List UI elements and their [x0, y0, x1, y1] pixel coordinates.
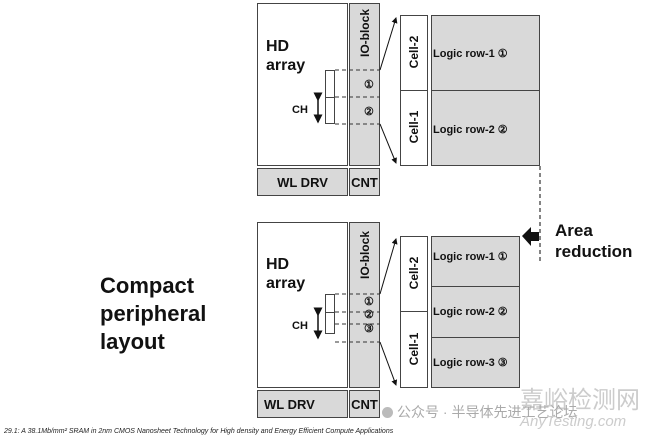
- area-reduction-line-2: reduction: [555, 242, 633, 261]
- top-ch-cell-lower: [325, 97, 335, 124]
- bottom-hd-label: HD array: [266, 255, 305, 293]
- top-cnt-block: CNT: [349, 168, 380, 196]
- top-logic-row-2: [431, 90, 540, 166]
- top-cell-1-block: [400, 90, 428, 166]
- bottom-logic-row-2: [431, 286, 520, 338]
- bottom-io-block: [349, 222, 380, 388]
- watermark-brand-cn: 嘉峪检测网: [520, 387, 640, 414]
- top-expand-arrow-down: [379, 123, 397, 164]
- top-hd-text: HD: [266, 38, 290, 55]
- bottom-expand-arrow-down: [379, 341, 398, 386]
- top-marker-1: ①: [364, 79, 374, 91]
- top-io-block: [349, 3, 380, 166]
- bottom-logic-row-3-label: Logic row-3 ③: [433, 357, 508, 369]
- compact-line-2: peripheral: [100, 301, 207, 326]
- top-expand-arrow-up: [379, 17, 398, 71]
- bottom-array-text: array: [266, 275, 306, 292]
- compact-peripheral-layout-label: Compact peripheral layout: [100, 272, 206, 356]
- top-logic-row-1: [431, 15, 540, 91]
- bottom-marker-2: ②: [364, 309, 374, 321]
- top-wl-drv-label: WL DRV: [277, 174, 328, 190]
- area-reduction-label: Area reduction: [555, 220, 632, 262]
- bottom-wl-drv-label: WL DRV: [264, 396, 315, 412]
- bottom-logic-row-1-label: Logic row-1 ①: [433, 251, 508, 263]
- compact-line-1: Compact: [100, 273, 195, 298]
- bottom-marker-3: ③: [364, 323, 374, 335]
- top-ch-label: CH: [292, 104, 308, 116]
- top-hd-label: HD array: [266, 37, 305, 75]
- bottom-wl-drv-block: WL DRV: [257, 390, 348, 418]
- watermark-wechat-text: 公众号 · 半导体先进工艺论坛: [397, 404, 578, 420]
- bottom-logic-row-1: [431, 236, 520, 287]
- bottom-ch-label: CH: [292, 320, 308, 332]
- bottom-logic-row-3: [431, 337, 520, 388]
- bottom-cell-1-block: [400, 311, 428, 388]
- bottom-logic-row-2-label: Logic row-2 ②: [433, 306, 508, 318]
- top-array-text: array: [266, 57, 306, 74]
- top-cnt-label: CNT: [351, 174, 378, 190]
- top-logic-row-1-label: Logic row-1 ①: [433, 48, 508, 60]
- bottom-marker-1: ①: [364, 296, 374, 308]
- top-marker-2: ②: [364, 106, 374, 118]
- figure-caption: 29.1: A 38.1Mb/mm² SRAM in 2nm CMOS Nano…: [4, 428, 394, 435]
- top-wl-drv-block: WL DRV: [257, 168, 348, 196]
- top-logic-row-2-label: Logic row-2 ②: [433, 124, 508, 136]
- compact-line-3: layout: [100, 329, 165, 354]
- bottom-expand-arrow-up: [379, 238, 398, 295]
- wechat-icon: [382, 406, 393, 418]
- watermark-wechat: 公众号 · 半导体先进工艺论坛: [382, 402, 577, 422]
- bottom-hd-text: HD: [266, 256, 290, 273]
- bottom-ch-cell-lower: [325, 312, 335, 334]
- area-reduction-line-1: Area: [555, 221, 593, 240]
- bottom-cnt-block: CNT: [349, 390, 380, 418]
- bottom-cnt-label: CNT: [351, 396, 378, 412]
- watermark-brand-en: AnyTesting.com: [520, 413, 627, 430]
- area-reduction-arrow: [522, 227, 539, 246]
